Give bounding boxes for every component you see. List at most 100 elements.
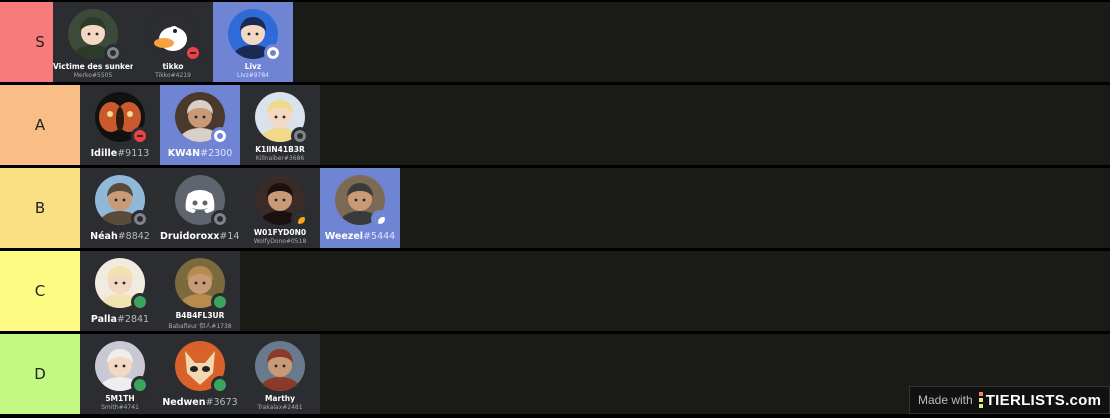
status-offline-icon bbox=[291, 127, 309, 145]
tier-row-b: BNéah#8842Druidoroxx#1496W01FYD0N0WolfyD… bbox=[0, 168, 1110, 248]
fighter-art-avatar bbox=[255, 341, 305, 391]
username-text: Marthy bbox=[264, 394, 296, 403]
username-text: Nedwen bbox=[162, 397, 206, 408]
user-card[interactable]: Idille#9113 bbox=[80, 85, 160, 165]
tier-label[interactable]: A bbox=[0, 85, 80, 165]
username: Livz bbox=[213, 62, 293, 71]
username-text: Victime des sunkens bbox=[53, 62, 133, 71]
user-tag: Babafleur 但人#1738 bbox=[168, 323, 232, 330]
user-tag: Smith#4741 bbox=[101, 404, 139, 411]
user-tag: Livz#9784 bbox=[236, 72, 269, 79]
tierlists-brand: TIERLISTS.com bbox=[985, 391, 1102, 409]
username-text: K1llN41B3R bbox=[255, 145, 305, 154]
username-text: KW4N bbox=[167, 148, 201, 159]
username-text: W01FYD0N0 bbox=[253, 228, 307, 237]
user-tag: Merko#5505 bbox=[73, 72, 113, 79]
user-tag: WolfyDono#0518 bbox=[253, 238, 307, 245]
status-dnd-icon bbox=[184, 44, 202, 62]
username: Néah#8842 bbox=[80, 231, 160, 242]
username-text: Palla bbox=[90, 314, 117, 325]
made-with-label: Made with bbox=[918, 393, 973, 407]
username-text: 5M1TH bbox=[105, 394, 135, 403]
username: Druidoroxx#1496 bbox=[160, 231, 240, 242]
username-text: Druidoroxx bbox=[160, 231, 220, 242]
username: 5M1TH bbox=[80, 394, 160, 403]
tier-label[interactable]: B bbox=[0, 168, 80, 248]
user-card[interactable]: KW4N#2300 bbox=[160, 85, 240, 165]
status-dnd-icon bbox=[131, 127, 149, 145]
username: K1llN41B3R bbox=[240, 145, 320, 154]
user-card[interactable]: Weezel#5444 bbox=[320, 168, 400, 248]
username-text: B4B4FL3UR bbox=[175, 311, 225, 320]
status-online-icon bbox=[131, 376, 149, 394]
status-offline-icon bbox=[264, 44, 282, 62]
status-offline-icon bbox=[211, 210, 229, 228]
username: B4B4FL3UR bbox=[160, 311, 240, 320]
username: Palla#2841 bbox=[80, 314, 160, 325]
discord-default-icon bbox=[175, 175, 225, 225]
discriminator: #8842 bbox=[117, 231, 150, 242]
username-text: tikko bbox=[162, 62, 184, 71]
username-text: Livz bbox=[244, 62, 262, 71]
username-text: Néah bbox=[90, 231, 118, 242]
tier-items: Néah#8842Druidoroxx#1496W01FYD0N0WolfyDo… bbox=[80, 168, 1110, 248]
user-card[interactable]: Druidoroxx#1496 bbox=[160, 168, 240, 248]
dog-photo-avatar bbox=[175, 258, 225, 308]
status-online-icon bbox=[211, 293, 229, 311]
tierlists-logo-icon bbox=[978, 392, 983, 408]
discriminator: #3673 bbox=[205, 397, 238, 408]
user-card[interactable]: B4B4FL3UR Babafleur 但人#1738 bbox=[160, 251, 240, 331]
old-man-portrait-avatar bbox=[175, 92, 225, 142]
tier-label[interactable]: C bbox=[0, 251, 80, 331]
username-text: Weezel bbox=[324, 231, 364, 242]
dark-face-avatar bbox=[255, 175, 305, 225]
username: Weezel#5444 bbox=[320, 231, 400, 242]
duck-icon bbox=[148, 9, 198, 59]
username: Idille#9113 bbox=[80, 148, 160, 159]
tier-items: Palla#2841 B4B4FL3UR Babafleur 但人#1738 bbox=[80, 251, 1110, 331]
user-card[interactable]: Palla#2841 bbox=[80, 251, 160, 331]
username: KW4N#2300 bbox=[160, 148, 240, 159]
status-online-icon bbox=[211, 376, 229, 394]
user-tag: Killnaiber#3686 bbox=[255, 155, 305, 162]
discriminator: #9113 bbox=[117, 148, 150, 159]
anime-girl-yellow-avatar bbox=[95, 258, 145, 308]
username: Marthy bbox=[240, 394, 320, 403]
user-tag: Tikko#4219 bbox=[155, 72, 191, 79]
discriminator: #1496 bbox=[219, 231, 240, 242]
user-card[interactable]: Nedwen#3673 bbox=[160, 334, 240, 414]
user-card[interactable]: Néah#8842 bbox=[80, 168, 160, 248]
discriminator: #5444 bbox=[363, 231, 396, 242]
fox-mask-avatar bbox=[175, 341, 225, 391]
status-idle-icon bbox=[371, 210, 389, 228]
discriminator: #2841 bbox=[116, 314, 150, 325]
tierlists-watermark[interactable]: Made with TIERLISTS.com bbox=[909, 386, 1110, 414]
status-offline-icon bbox=[131, 210, 149, 228]
tier-label[interactable]: D bbox=[0, 334, 80, 414]
status-idle-icon bbox=[291, 210, 309, 228]
username: W01FYD0N0 bbox=[240, 228, 320, 237]
username: Nedwen#3673 bbox=[160, 397, 240, 408]
username: tikko bbox=[133, 62, 213, 71]
username-text: Idille bbox=[90, 148, 118, 159]
status-offline-icon bbox=[211, 127, 229, 145]
username: Victime des sunkens bbox=[53, 62, 133, 71]
user-tag: Trakalax#2481 bbox=[257, 404, 303, 411]
discriminator: #2300 bbox=[200, 148, 233, 159]
status-offline-icon bbox=[104, 44, 122, 62]
